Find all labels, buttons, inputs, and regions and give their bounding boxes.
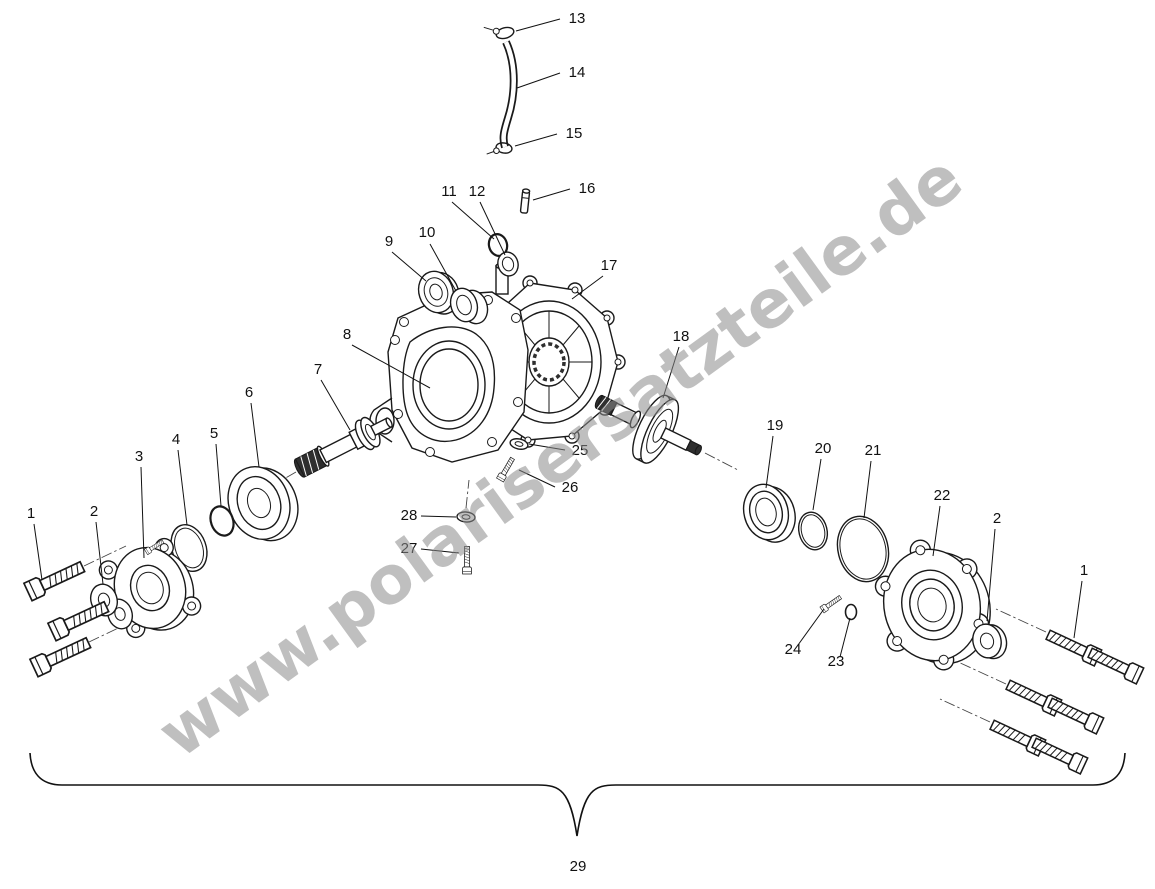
leader-line-23-29 [839, 617, 851, 658]
leader-line-1-17 [33, 523, 43, 581]
callout-label-19-22: 19 [767, 417, 784, 434]
callout-label-16-3: 16 [579, 180, 596, 197]
leader-line-6-12 [250, 402, 260, 468]
callout-label-13-0: 13 [569, 10, 586, 27]
part-5-retaining-ring [209, 505, 235, 537]
part-3-mounting-flange [98, 537, 202, 639]
leader-line-3-15 [140, 466, 145, 559]
leader-line-25-18 [528, 443, 566, 451]
leader-line-13-0 [515, 18, 561, 32]
callout-label-25-18: 25 [572, 442, 589, 459]
callout-label-21-24: 21 [865, 442, 882, 459]
leader-line-19-22 [765, 435, 774, 489]
leader-line-26-19 [518, 469, 556, 488]
callout-label-28-20: 28 [401, 507, 418, 524]
leader-line-1-27 [1073, 580, 1083, 639]
callout-label-4-14: 4 [172, 431, 180, 448]
leader-line-22-25 [932, 505, 941, 557]
callout-label-9-6: 9 [385, 233, 393, 250]
callout-label-1-17: 1 [27, 505, 35, 522]
callout-label-17-8: 17 [601, 257, 618, 274]
part-25-washer [509, 438, 529, 450]
leader-line-2-16 [95, 521, 104, 585]
callout-label-2-26: 2 [993, 510, 1001, 527]
callout-label-5-13: 5 [210, 425, 218, 442]
part-14-vent-hose [499, 40, 518, 149]
callout-label-26-19: 26 [562, 479, 579, 496]
leader-line-11-4 [451, 201, 495, 240]
callout-label-22-25: 22 [934, 487, 951, 504]
leader-line-7-11 [320, 379, 351, 431]
callout-label-15-2: 15 [566, 125, 583, 142]
part-13-hose-clamp-upper [483, 26, 515, 40]
part-1-bolt-left-3 [29, 633, 94, 678]
part-4-o-ring [170, 524, 208, 572]
leader-line-14-1 [516, 72, 561, 89]
part-6-bearing [227, 466, 299, 542]
callout-label-27-21: 27 [401, 540, 418, 557]
leader-line-16-3 [532, 188, 571, 201]
assembly-brace [29, 752, 1126, 837]
leader-line-8-9 [351, 344, 431, 389]
callout-label-10-7: 10 [419, 224, 436, 241]
part-18-output-hub-shaft [594, 394, 702, 464]
part-16-pin [519, 188, 531, 214]
leader-line-24-28 [797, 608, 825, 646]
callout-label-14-1: 14 [569, 64, 586, 81]
callout-label-29-30: 29 [570, 858, 587, 875]
part-2-washer-right [972, 623, 1008, 660]
part-28-washer [456, 511, 476, 523]
leader-line-17-8 [571, 275, 604, 300]
leader-line-5-13 [215, 443, 222, 507]
leader-line-12-5 [479, 201, 506, 256]
leader-line-2-26 [986, 528, 996, 622]
leader-line-27-21 [420, 548, 460, 554]
leader-line-9-6 [391, 251, 427, 282]
part-8-gearbox-housing [369, 262, 529, 463]
callout-label-11-4: 11 [441, 183, 457, 200]
leader-line-15-2 [514, 133, 558, 147]
part-12-ring [497, 251, 519, 277]
callout-label-8-9: 8 [343, 326, 351, 343]
callout-label-2-16: 2 [90, 503, 98, 520]
part-22-hub-cover [874, 539, 991, 671]
callout-label-24-28: 24 [785, 641, 802, 658]
part-19-seal [742, 483, 796, 543]
part-20-o-ring [797, 511, 829, 551]
callout-label-6-12: 6 [245, 384, 253, 401]
leader-line-4-14 [177, 449, 188, 526]
part-1-bolt-left-1 [23, 557, 88, 602]
part-10-spacer [449, 287, 489, 325]
part-15-hose-clamp-lower [486, 142, 513, 155]
watermark: www.polarisersatzteile.de [144, 139, 976, 773]
leader-line-10-7 [429, 243, 457, 292]
part-1-bolt-left-2 [47, 597, 112, 642]
callout-label-3-15: 3 [135, 448, 143, 465]
callout-label-1-27: 1 [1080, 562, 1088, 579]
callout-label-18-10: 18 [673, 328, 690, 345]
leader-line-21-24 [863, 460, 872, 519]
leader-line-20-23 [812, 458, 822, 511]
part-23-ring [844, 603, 858, 621]
callout-label-7-11: 7 [314, 361, 322, 378]
part-7-input-shaft [293, 416, 393, 478]
leader-line-18-10 [662, 346, 680, 399]
leader-line-28-20 [420, 515, 457, 518]
callout-label-20-23: 20 [815, 440, 832, 457]
callout-label-12-5: 12 [469, 183, 486, 200]
part-21-o-ring-large [836, 515, 890, 583]
callout-label-23-29: 23 [828, 653, 845, 670]
